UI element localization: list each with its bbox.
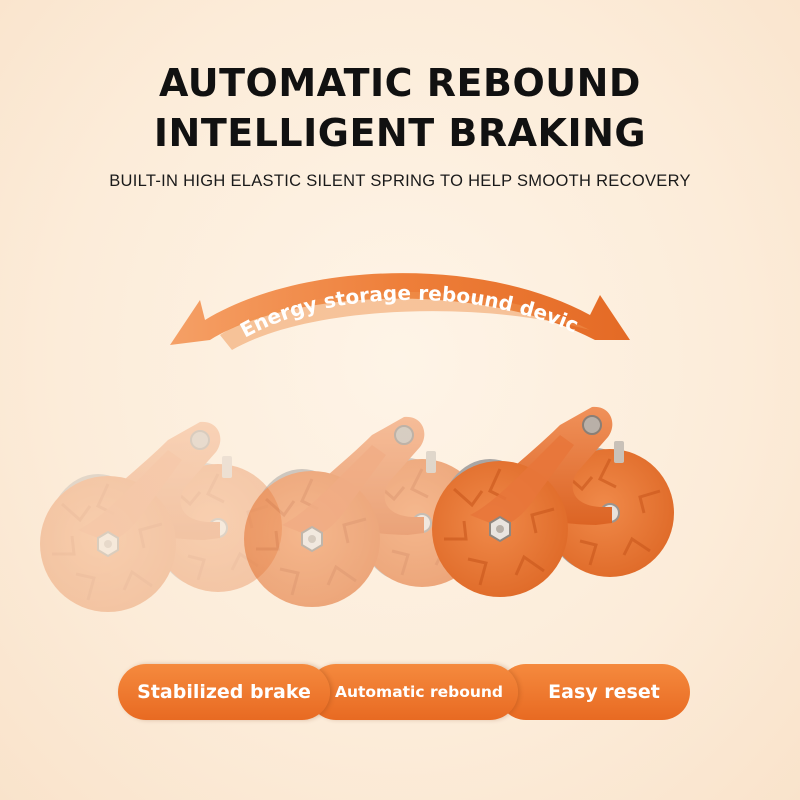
feature-pill-automatic-rebound: Automatic rebound	[308, 664, 518, 720]
subheadline: BUILT-IN HIGH ELASTIC SILENT SPRING TO H…	[109, 172, 691, 190]
headline-line-1: AUTOMATIC REBOUND	[159, 61, 641, 105]
curved-double-arrow	[170, 273, 630, 345]
feature-pill-easy-reset: Easy reset	[498, 664, 690, 720]
headline-line-2: INTELLIGENT BRAKING	[153, 111, 647, 155]
feature-pills: Stabilized brake Automatic rebound Easy …	[118, 664, 690, 720]
feature-pill-stabilized-brake: Stabilized brake	[118, 664, 330, 720]
ab-roller-wheel	[430, 405, 676, 599]
